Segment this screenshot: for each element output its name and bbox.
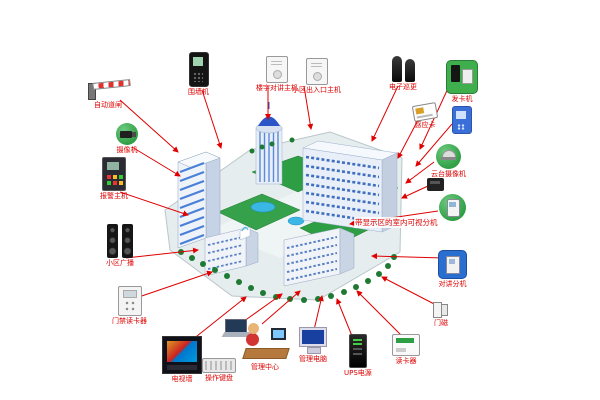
door-sensor-icon <box>431 302 451 318</box>
device-dome-camera: 摄像机 <box>116 123 138 154</box>
device-label: 电子巡更 <box>389 83 417 91</box>
device-barrier-gate: 自动道闸 <box>86 80 130 109</box>
connector-line-group <box>119 83 453 341</box>
alarm-panel-icon <box>102 157 126 191</box>
device-patrol-system: 电子巡更 <box>389 54 417 91</box>
door-station-icon <box>266 56 288 83</box>
device-label: 云台摄像机 <box>431 170 466 178</box>
ic-card-icon <box>411 102 439 122</box>
device-label: 发卡机 <box>451 95 473 103</box>
device-ptz-camera: 云台摄像机 <box>431 144 466 178</box>
speaker-icon <box>107 224 133 258</box>
device-label: 围墙机 <box>188 88 209 96</box>
device-label: 小区广播 <box>106 259 134 267</box>
device-door-sensor: 门磁 <box>431 302 451 327</box>
mini-reader-icon <box>427 178 444 191</box>
device-intercom-extension: 对讲分机 <box>438 250 467 288</box>
device-entrance-host: 小区出入口主机 <box>292 58 341 94</box>
device-access-reader: 门禁读卡器 <box>112 286 147 325</box>
monitor-icon <box>299 328 327 354</box>
camera-icon <box>116 123 138 145</box>
device-label: 门禁读卡器 <box>112 317 147 325</box>
handset-icon <box>439 194 466 221</box>
dome-camera-icon <box>436 144 461 169</box>
wall-unit-icon <box>452 106 472 134</box>
tv-wall-icon <box>162 336 202 374</box>
device-label: 读卡器 <box>395 357 417 365</box>
device-label: 管理电脑 <box>299 355 327 363</box>
issuing-kit-icon <box>446 60 478 94</box>
device-issuing-kit: 发卡机 <box>446 60 478 103</box>
device-tv-wall: 电视墙 <box>162 336 202 383</box>
device-perimeter-phone: 围墙机 <box>188 52 209 96</box>
operator-workstation-icon <box>243 320 287 362</box>
device-label: 管理中心 <box>251 363 279 371</box>
device-label: 对讲分机 <box>438 280 467 288</box>
device-management-center: 管理中心 <box>243 320 287 371</box>
indoor-unit-callout: 带显示区的室内可视分机 <box>354 217 439 228</box>
phone-icon <box>188 52 209 87</box>
device-indoor-handset <box>439 194 466 221</box>
device-label: UPS电源 <box>344 369 372 377</box>
device-card-reader: 读卡器 <box>392 334 420 365</box>
device-label: 报警主机 <box>100 192 128 200</box>
device-label: 自动道闸 <box>94 101 122 109</box>
device-broadcast-speakers: 小区广播 <box>106 224 134 267</box>
device-label: 感应卡 <box>414 121 436 129</box>
device-label: 操作键盘 <box>205 374 233 382</box>
device-label: 摄像机 <box>116 146 138 154</box>
keyboard-icon <box>202 358 236 373</box>
entrance-host-icon <box>305 58 328 85</box>
keypad-reader-icon <box>117 286 142 316</box>
barrier-gate-icon <box>86 80 130 100</box>
device-operate-keyboard: 操作键盘 <box>202 358 236 382</box>
ups-tower-icon <box>348 334 367 368</box>
device-ups-power: UPS电源 <box>344 334 372 377</box>
device-label: 电视墙 <box>171 375 193 383</box>
device-building-door-station: 楼宇对讲主机 <box>256 56 298 92</box>
device-alarm-host: 报警主机 <box>100 157 128 200</box>
device-management-pc: 管理电脑 <box>299 328 327 363</box>
card-reader-icon <box>392 334 420 356</box>
device-proximity-card: 感应卡 <box>411 102 439 129</box>
computer-icon <box>271 328 286 340</box>
device-wall-unit <box>452 106 472 134</box>
device-label: 小区出入口主机 <box>292 86 341 94</box>
intercom-icon <box>438 250 467 279</box>
patrol-cylinder-icon <box>391 54 416 82</box>
device-label: 门磁 <box>434 319 448 327</box>
device-mini-reader <box>427 178 444 191</box>
device-label: 楼宇对讲主机 <box>256 84 298 92</box>
